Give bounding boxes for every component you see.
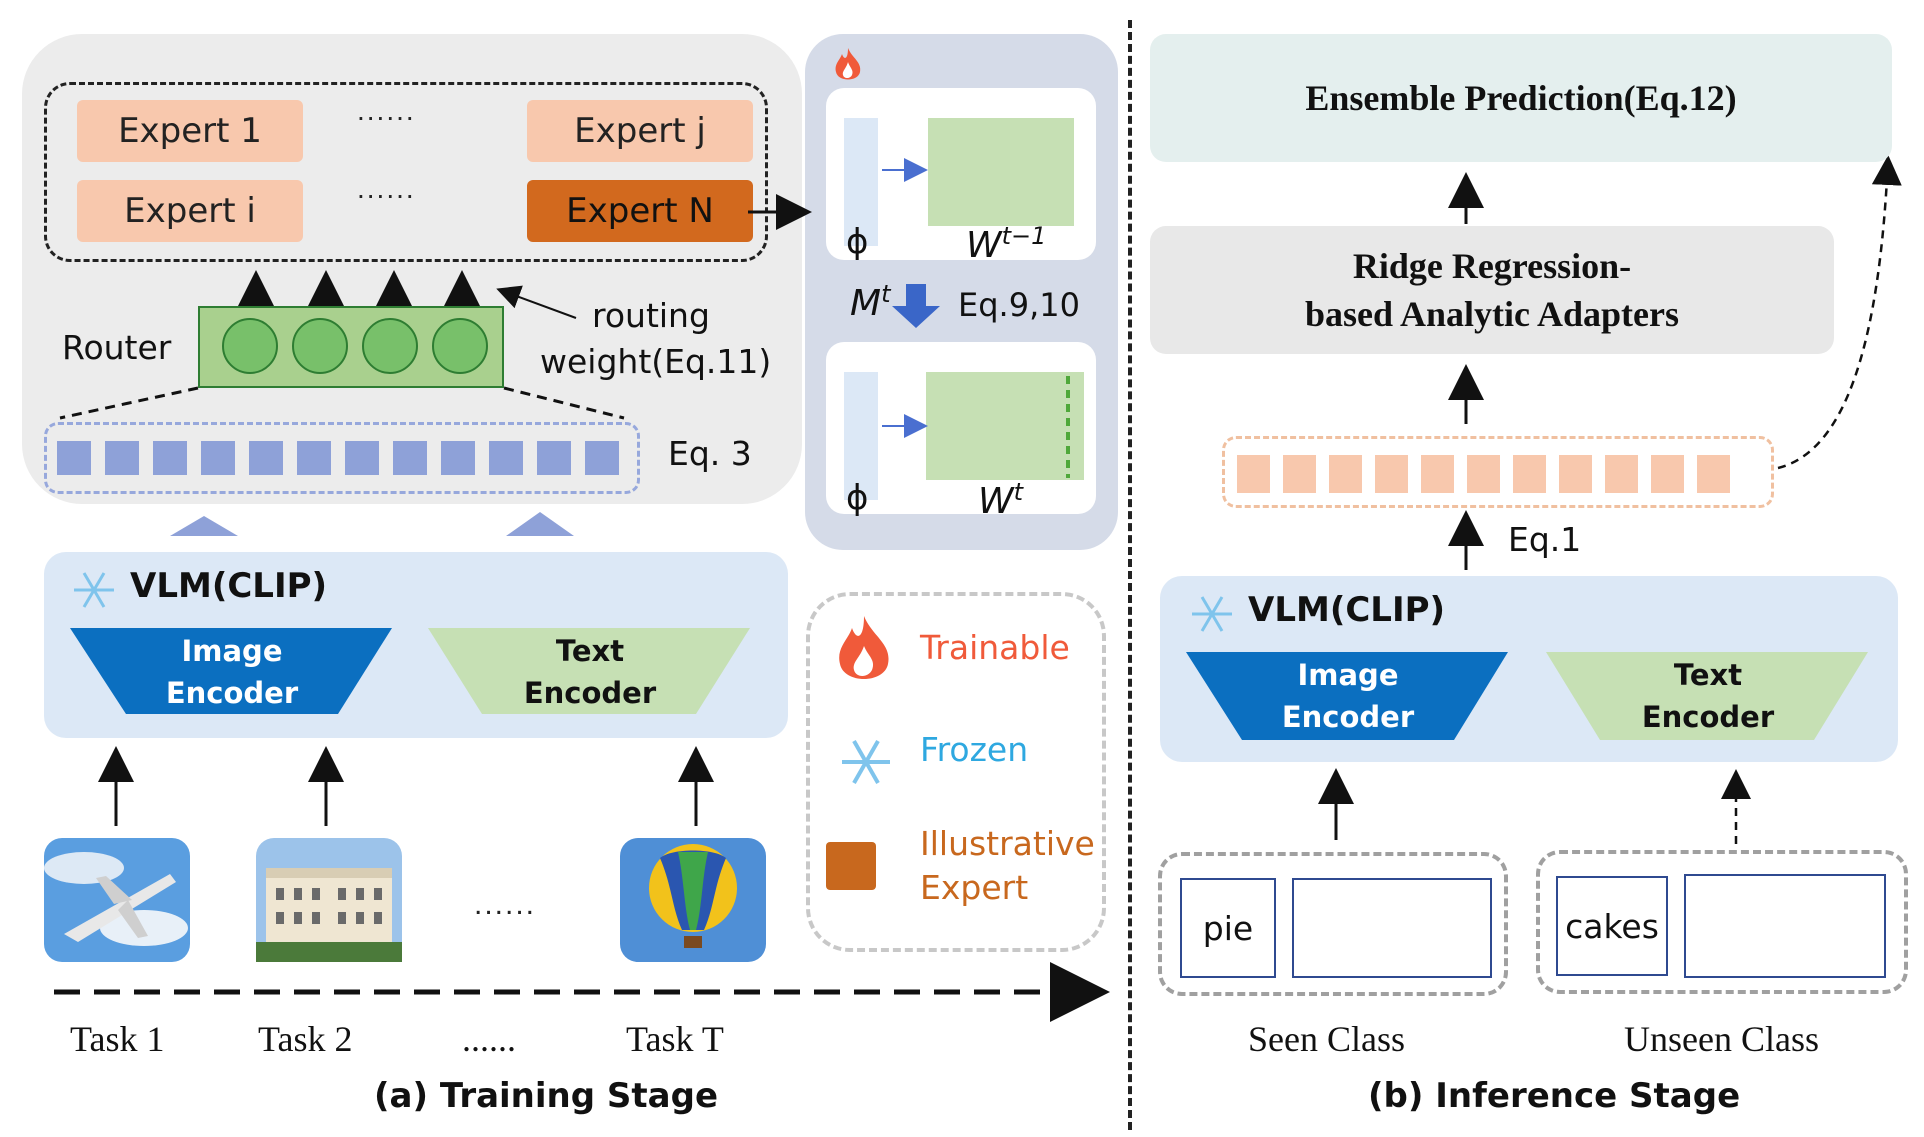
router-node (432, 318, 488, 374)
snowflake-icon (1192, 596, 1232, 632)
router (198, 306, 504, 388)
inference-feature-tokens (1222, 436, 1774, 508)
unseen-class-word: cakes (1556, 876, 1668, 976)
text-encoder-shape (428, 628, 750, 714)
ridge-regression-box: Ridge Regression- based Analytic Adapter… (1150, 226, 1834, 354)
vlm-clip-title: VLM(CLIP) (130, 566, 328, 606)
feature-token (57, 441, 91, 475)
eq1-label: Eq.1 (1508, 520, 1582, 559)
expert-i: Expert i (77, 180, 303, 242)
w-curr-block (926, 372, 1084, 480)
feature-token (537, 441, 571, 475)
router-node (292, 318, 348, 374)
feature-token (1605, 455, 1638, 493)
snowflake-icon (842, 740, 890, 784)
inference-stage-caption: (b) Inference Stage (1368, 1076, 1741, 1116)
w-curr-label: Wt (978, 478, 1024, 522)
feature-token (585, 441, 619, 475)
seen-class-label: Seen Class (1248, 1019, 1405, 1059)
fire-icon (835, 48, 861, 80)
ensemble-prediction-box: Ensemble Prediction(Eq.12) (1150, 34, 1892, 162)
illustrative-expert-swatch (826, 842, 876, 890)
seen-class-photos (1292, 878, 1492, 978)
phi-label: ϕ (846, 222, 869, 262)
ridge-regression-label-1: Ridge Regression- (1352, 246, 1632, 286)
eq9-10-label: Eq.9,10 (958, 286, 1080, 324)
down-arrow-icon (892, 284, 940, 328)
feature-token (1237, 455, 1270, 493)
legend-trainable: Trainable (920, 628, 1070, 667)
routing-label-line1: routing (592, 296, 710, 335)
experts-dots-mid: ...... (357, 173, 416, 204)
seen-class-word: pie (1180, 878, 1276, 978)
feature-token (1559, 455, 1592, 493)
expert-1: Expert 1 (77, 100, 303, 162)
task-1-label: Task 1 (70, 1019, 165, 1059)
w-prev-label: Wt−1 (966, 222, 1047, 266)
feature-token (201, 441, 235, 475)
airplane-image (44, 838, 190, 962)
feature-token (489, 441, 523, 475)
seen-class-box (1158, 852, 1508, 996)
ensemble-prediction-label: Ensemble Prediction(Eq.12) (1305, 78, 1737, 118)
feature-token (1467, 455, 1500, 493)
image-encoder-shape (1186, 652, 1508, 740)
feature-token (1375, 455, 1408, 493)
feature-token (153, 441, 187, 475)
feature-tokens (44, 422, 640, 494)
task-2-label: Task 2 (258, 1019, 353, 1059)
experts-container: Expert 1 ...... Expert j Expert i ......… (44, 82, 768, 262)
router-node (362, 318, 418, 374)
ridge-regression-label-2: based Analytic Adapters (1304, 294, 1680, 334)
feature-token (1651, 455, 1684, 493)
unseen-class-box (1536, 850, 1908, 994)
unseen-class-photos (1684, 874, 1886, 978)
expert-j: Expert j (527, 100, 753, 162)
feature-token (393, 441, 427, 475)
stage-divider (1128, 20, 1132, 1130)
unseen-class-label: Unseen Class (1624, 1019, 1819, 1059)
training-stage-caption: (a) Training Stage (374, 1076, 719, 1116)
feature-token (297, 441, 331, 475)
image-encoder-shape (70, 628, 392, 714)
text-encoder-shape (1546, 652, 1868, 740)
feature-token (441, 441, 475, 475)
feature-token (105, 441, 139, 475)
eq3-label: Eq. 3 (668, 434, 752, 473)
snowflake-icon (74, 572, 114, 608)
router-label: Router (62, 328, 172, 367)
hot-air-balloon-image (620, 838, 766, 962)
w-prev-block (928, 118, 1074, 226)
vlm-clip-title: VLM(CLIP) (1248, 590, 1446, 630)
legend (806, 592, 1106, 952)
building-image (256, 838, 402, 962)
router-node (222, 318, 278, 374)
fire-icon (839, 616, 889, 679)
feature-token (1697, 455, 1730, 493)
feature-token (1283, 455, 1316, 493)
feature-token (345, 441, 379, 475)
feature-token (249, 441, 283, 475)
routing-label-line2: weight(Eq.11) (540, 342, 772, 381)
m-label: Mt (850, 280, 891, 324)
feature-token (1329, 455, 1362, 493)
phi-block (844, 372, 878, 500)
expert-n: Expert N (527, 180, 753, 242)
task-t-label: Task T (626, 1019, 724, 1059)
phi-label: ϕ (846, 478, 869, 518)
legend-frozen: Frozen (920, 730, 1029, 769)
feature-token (1421, 455, 1454, 493)
task-dots-label: ...... (462, 1019, 516, 1059)
phi-block (844, 118, 878, 246)
tasks-dots: ...... (474, 888, 537, 921)
experts-dots-top: ...... (357, 95, 416, 126)
feature-token (1513, 455, 1546, 493)
